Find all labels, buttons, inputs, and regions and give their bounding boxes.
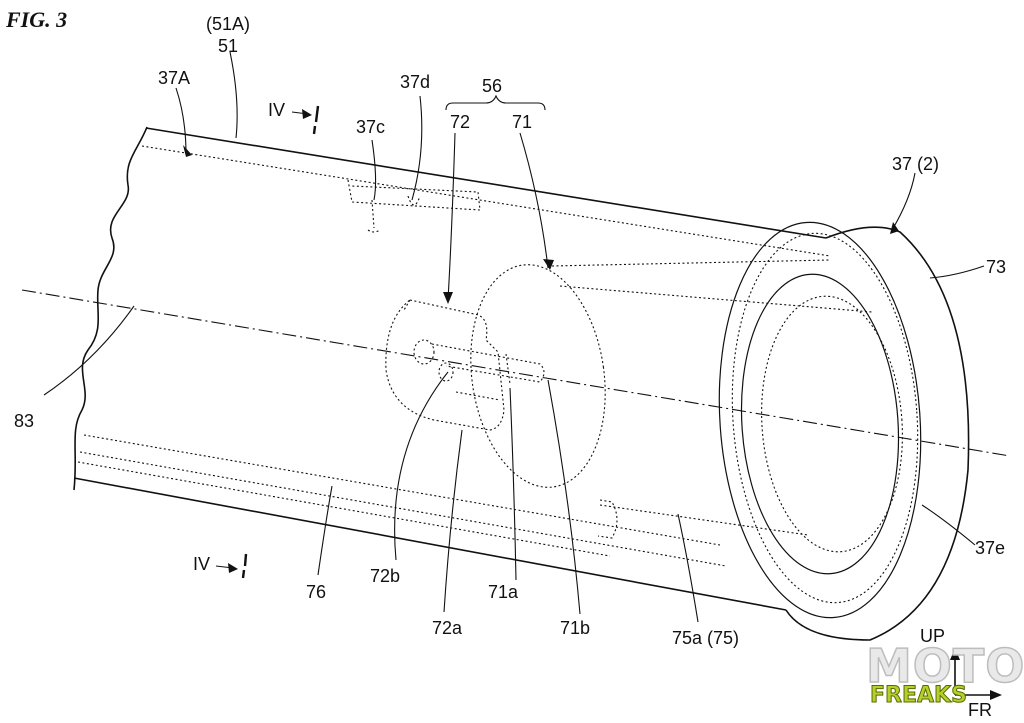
orientation-front-label: FR (968, 700, 992, 720)
label-37e: 37e (975, 538, 1005, 558)
flange-outline (785, 226, 970, 641)
rail-line-2 (79, 451, 727, 567)
ring-37e (731, 232, 919, 604)
groove-37c (347, 179, 481, 233)
label-56: 56 (482, 76, 502, 96)
rail-line-1 (83, 434, 721, 546)
break-line (73, 126, 148, 491)
bore-line-top (551, 259, 831, 267)
disc-71 (470, 264, 606, 488)
hub-72 (385, 299, 545, 431)
watermark-line2: FREAKS (870, 683, 967, 708)
bore-line-mid (559, 285, 873, 313)
watermark-line1: MOTOR (866, 639, 1024, 693)
orientation-indicator: UP FR (920, 626, 1002, 720)
label-73: 73 (986, 257, 1006, 277)
label-71: 71 (512, 112, 532, 132)
watermark-logo: MOTOR FREAKS (865, 638, 1024, 708)
bore-line-bottom (599, 504, 809, 536)
label-72b: 72b (370, 566, 400, 586)
label-76: 76 (306, 582, 326, 602)
label-37A: 37A (158, 68, 190, 88)
tube-bottom-edge (73, 477, 787, 611)
label-51A: (51A) (206, 14, 250, 34)
section-marker-top: IV (268, 100, 320, 135)
bore-mouth (740, 273, 900, 575)
section-label-top: IV (268, 100, 285, 120)
label-37-2: 37 (2) (892, 154, 939, 174)
label-72a: 72a (432, 618, 463, 638)
label-75a-75: 75a (75) (672, 628, 739, 648)
section-marker-bottom: IV (193, 553, 248, 579)
label-71b: 71b (560, 618, 590, 638)
center-axis (21, 289, 1011, 457)
orientation-up-label: UP (920, 626, 945, 646)
label-71a: 71a (488, 582, 519, 602)
flange-inner-ring (718, 221, 922, 619)
label-37c: 37c (356, 117, 385, 137)
rail-line-3 (77, 461, 611, 557)
flange-73 (718, 221, 970, 641)
label-51: 51 (218, 36, 238, 56)
figure-title: FIG. 3 (5, 7, 67, 32)
reference-labels: (51A) 51 37A 37d 37c 56 72 71 37 (2) 73 … (14, 14, 1006, 648)
tube-body (21, 126, 1011, 611)
label-83: 83 (14, 411, 34, 431)
inner-wall-top (141, 145, 831, 257)
section-label-bottom: IV (193, 554, 210, 574)
bore-inner (761, 295, 903, 553)
rail-slot (597, 499, 618, 539)
label-37d: 37d (400, 72, 430, 92)
leader-lines (43, 51, 985, 623)
label-72: 72 (450, 112, 470, 132)
tube-top-edge (145, 127, 827, 239)
